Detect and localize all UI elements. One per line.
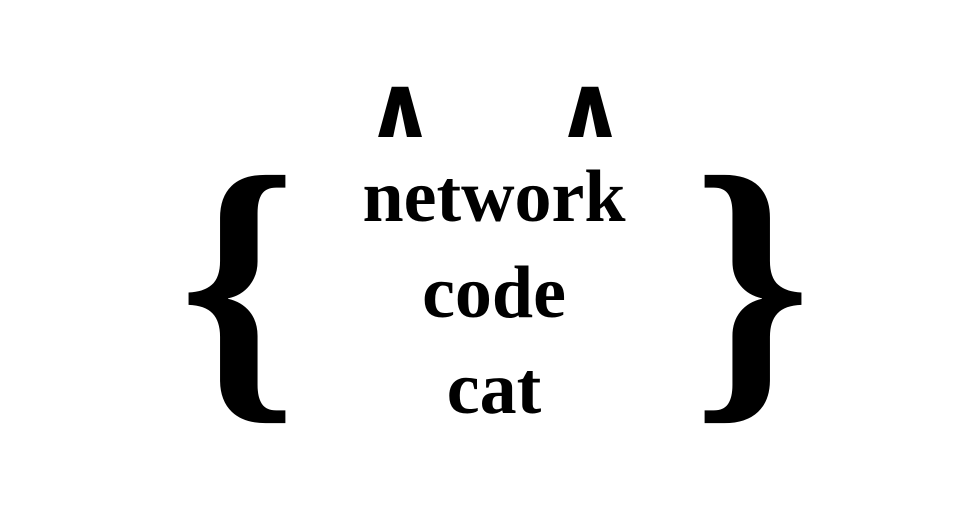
set-member-code: code [422,252,566,334]
caret-up-icon-right: ∧ [555,60,625,156]
set-member-cat: cat [446,348,542,430]
set-member-network: network [362,156,626,238]
open-brace: { [178,116,298,448]
caret-up-icon-left: ∧ [365,60,435,156]
close-brace: } [692,116,812,448]
set-member-list: network code cat [286,160,702,426]
